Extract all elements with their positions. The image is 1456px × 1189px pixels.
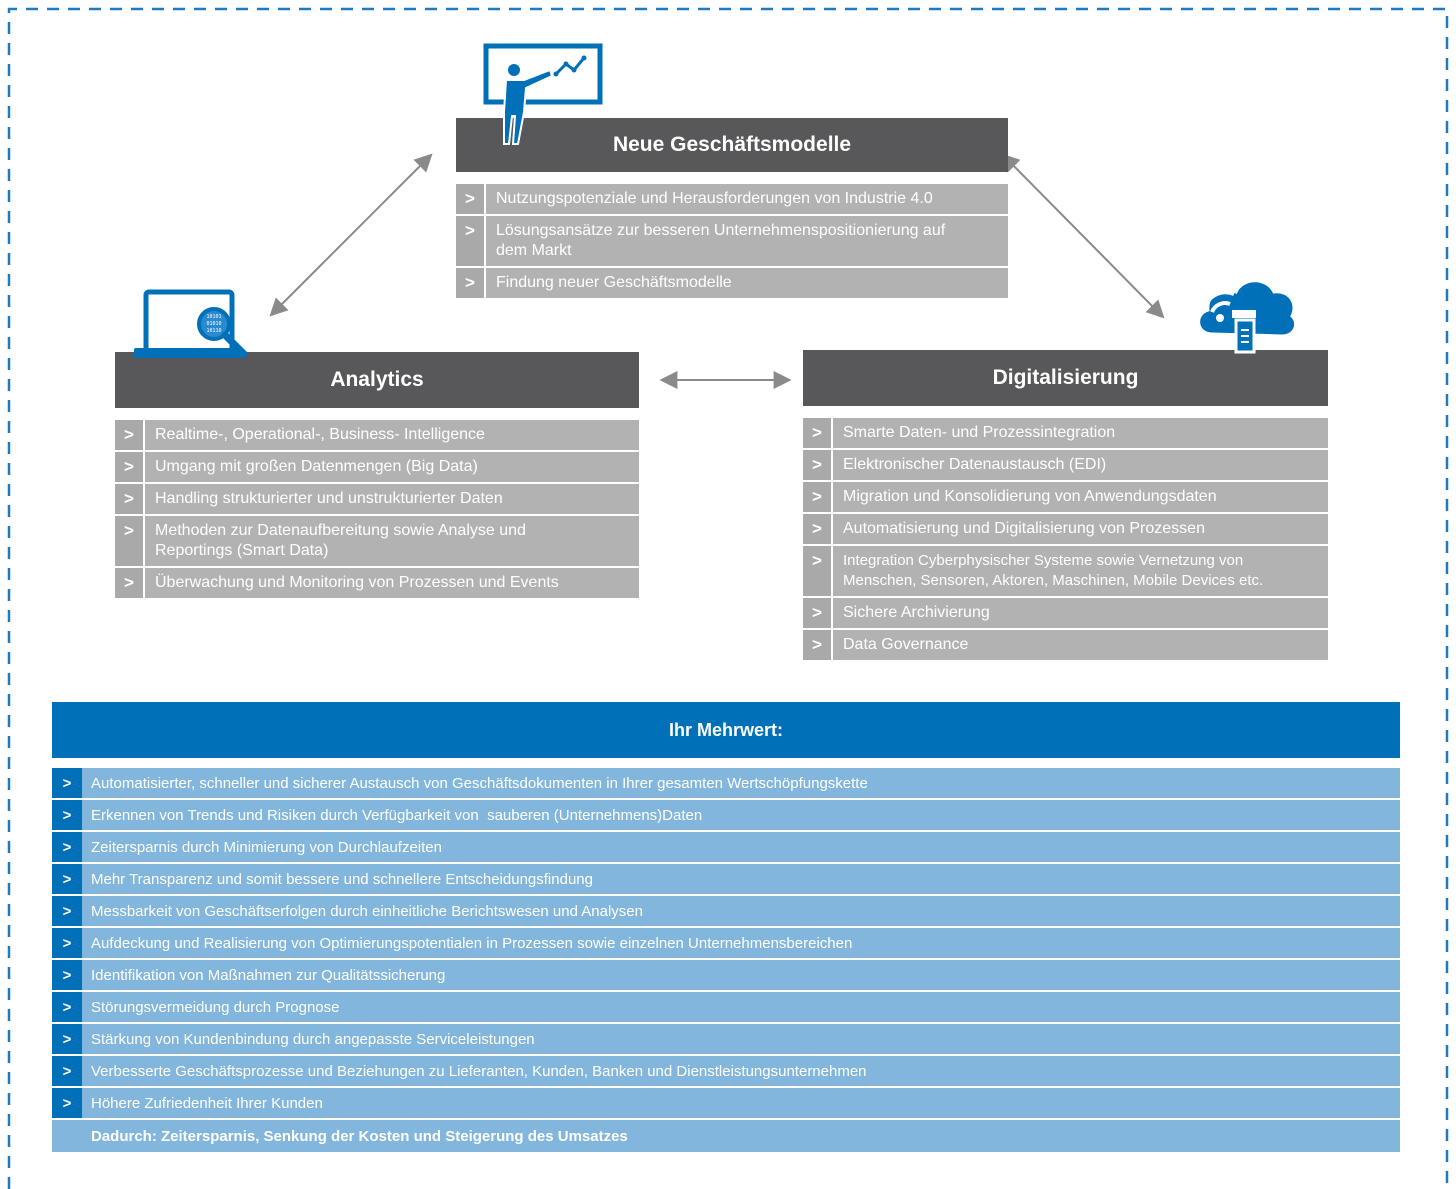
list-item: > Elektronischer Datenaustausch (EDI) [803, 450, 1328, 480]
chevron-right-icon: > [803, 418, 833, 448]
list-item: > Realtime-, Operational-, Business- Int… [115, 420, 639, 450]
chevron-right-icon: > [52, 864, 82, 894]
chevron-right-icon: > [115, 452, 145, 482]
benefit-row: > Höhere Zufriedenheit Ihrer Kunden [52, 1088, 1400, 1118]
benefit-row: > Aufdeckung und Realisierung von Optimie… [52, 928, 1400, 958]
benefit-text: Automatisierter, schneller und sicherer … [91, 774, 868, 792]
box-title: Digitalisierung [803, 350, 1328, 406]
chevron-right-icon: > [115, 420, 145, 450]
benefit-text: Störungsvermeidung durch Prognose [91, 998, 340, 1016]
benefit-text: Stärkung von Kundenbindung durch angepas… [91, 1030, 535, 1048]
benefit-row: > Stärkung von Kundenbindung durch angepa… [52, 1024, 1400, 1054]
list-item: > Integration Cyberphysischer Systeme so… [803, 546, 1328, 596]
list-item: > Sichere Archivierung [803, 598, 1328, 628]
list-item-text: Nutzungspotenziale und Herausforderungen… [496, 190, 933, 207]
box-item-list: > Realtime-, Operational-, Business- Int… [115, 420, 639, 598]
chevron-right-icon: > [52, 768, 82, 798]
benefits-title: Ihr Mehrwert: [52, 702, 1400, 758]
svg-text:10110: 10110 [206, 328, 221, 334]
benefits-section: Ihr Mehrwert: > Automatisierter, schnelle… [52, 702, 1400, 1152]
chevron-right-icon: > [803, 514, 833, 544]
benefit-row: > Mehr Transparenz und somit bessere und … [52, 864, 1400, 894]
chevron-right-icon: > [456, 268, 486, 298]
list-item-text: Smarte Daten- und Prozessintegration [843, 424, 1116, 441]
chevron-right-icon: > [115, 568, 145, 598]
presenter-icon [474, 40, 606, 150]
chevron-right-icon: > [52, 1088, 82, 1118]
box-item-list: > Nutzungspotenziale und Herausforderung… [456, 184, 1008, 298]
arrow-geschaeftsmodelle-digitalisierung [1001, 153, 1165, 319]
svg-text:10101: 10101 [206, 314, 221, 320]
chevron-right-icon: > [115, 516, 145, 566]
chevron-right-icon: > [52, 800, 82, 830]
benefit-row: > Erkennen von Trends und Risiken durch V… [52, 800, 1400, 830]
list-item: > Migration und Konsolidierung von Anwen… [803, 482, 1328, 512]
benefits-list: > Automatisierter, schneller und sicherer… [52, 768, 1400, 1152]
benefit-text: Mehr Transparenz und somit bessere und s… [91, 870, 593, 888]
chevron-right-icon: > [803, 546, 833, 596]
benefit-text: Erkennen von Trends und Risiken durch Ve… [91, 806, 703, 824]
chevron-right-icon: > [115, 484, 145, 514]
list-item: > Data Governance [803, 630, 1328, 660]
chevron-right-icon: > [52, 960, 82, 990]
list-item-text: Elektronischer Datenaustausch (EDI) [843, 456, 1107, 473]
list-item-text: Data Governance [843, 636, 969, 653]
benefit-row: > Messbarkeit von Geschäftserfolgen durch… [52, 896, 1400, 926]
chevron-right-icon: > [456, 184, 486, 214]
list-item-text: Lösungsansätze zur besseren Unternehmens… [496, 222, 946, 259]
box-title: Neue Geschäftsmodelle [456, 118, 1008, 172]
chevron-right-icon: > [52, 1056, 82, 1086]
list-item: > Methoden zur Datenaufbereitung sowie A… [115, 516, 639, 566]
box-item-list: > Smarte Daten- und Prozessintegration >… [803, 418, 1328, 660]
chevron-right-icon: > [803, 630, 833, 660]
benefit-text: Aufdeckung und Realisierung von Optimier… [91, 934, 853, 952]
list-item: > Lösungsansätze zur besseren Unternehme… [456, 216, 1008, 266]
chevron-right-icon: > [52, 992, 82, 1022]
list-item: > Überwachung und Monitoring von Prozess… [115, 568, 639, 598]
list-item-text: Realtime-, Operational-, Business- Intel… [155, 426, 485, 443]
arrow-analytics-geschaeftsmodelle [269, 153, 433, 317]
benefit-row: > Identifikation von Maßnahmen zur Qualit… [52, 960, 1400, 990]
cloud-database-icon [1190, 272, 1300, 358]
list-item-text: Integration Cyberphysischer Systeme sowi… [843, 552, 1264, 589]
benefit-text: Messbarkeit von Geschäftserfolgen durch … [91, 902, 643, 920]
list-item-text: Migration und Konsolidierung von Anwendu… [843, 488, 1217, 505]
list-item: > Findung neuer Geschäftsmodelle [456, 268, 1008, 298]
chevron-right-icon: > [803, 598, 833, 628]
chevron-right-icon: > [52, 896, 82, 926]
benefit-text: Identifikation von Maßnahmen zur Qualitä… [91, 966, 446, 984]
benefit-row: > Zeitersparnis durch Minimierung von Dur… [52, 832, 1400, 862]
chevron-right-icon: > [52, 928, 82, 958]
chevron-right-icon: > [456, 216, 486, 266]
benefit-row: > Automatisierter, schneller und sicherer… [52, 768, 1400, 798]
list-item: > Automatisierung und Digitalisierung vo… [803, 514, 1328, 544]
list-item-text: Umgang mit großen Datenmengen (Big Data) [155, 458, 478, 475]
list-item: > Handling strukturierter und unstruktur… [115, 484, 639, 514]
benefit-row: > Verbesserte Geschäftsprozesse und Bezie… [52, 1056, 1400, 1086]
box-digitalisierung: Digitalisierung > Smarte Daten- und Proz… [803, 350, 1328, 662]
svg-text:01010: 01010 [206, 321, 221, 327]
benefit-text: Zeitersparnis durch Minimierung von Durc… [91, 838, 442, 856]
chevron-right-icon: > [803, 450, 833, 480]
laptop-magnifier-icon: 10101 01010 10110 [130, 288, 254, 360]
benefits-summary: Dadurch: Zeitersparnis, Senkung der Kost… [52, 1120, 1400, 1152]
benefit-text: Höhere Zufriedenheit Ihrer Kunden [91, 1094, 323, 1112]
benefit-text: Verbesserte Geschäftsprozesse und Bezieh… [91, 1062, 867, 1080]
chevron-right-icon: > [52, 1024, 82, 1054]
box-neue-geschaeftsmodelle: Neue Geschäftsmodelle > Nutzungspotenzia… [456, 118, 1008, 300]
list-item: > Umgang mit großen Datenmengen (Big Dat… [115, 452, 639, 482]
box-analytics: Analytics > Realtime-, Operational-, Bus… [115, 352, 639, 600]
list-item-text: Findung neuer Geschäftsmodelle [496, 274, 732, 291]
chevron-right-icon: > [803, 482, 833, 512]
list-item: > Nutzungspotenziale und Herausforderung… [456, 184, 1008, 214]
list-item: > Smarte Daten- und Prozessintegration [803, 418, 1328, 448]
list-item-text: Methoden zur Datenaufbereitung sowie Ana… [155, 522, 526, 559]
list-item-text: Automatisierung und Digitalisierung von … [843, 520, 1205, 537]
list-item-text: Sichere Archivierung [843, 604, 990, 621]
list-item-text: Überwachung und Monitoring von Prozessen… [155, 574, 559, 591]
box-title: Analytics [115, 352, 639, 408]
chevron-right-icon: > [52, 832, 82, 862]
benefit-row: > Störungsvermeidung durch Prognose [52, 992, 1400, 1022]
list-item-text: Handling strukturierter und unstrukturie… [155, 490, 503, 507]
